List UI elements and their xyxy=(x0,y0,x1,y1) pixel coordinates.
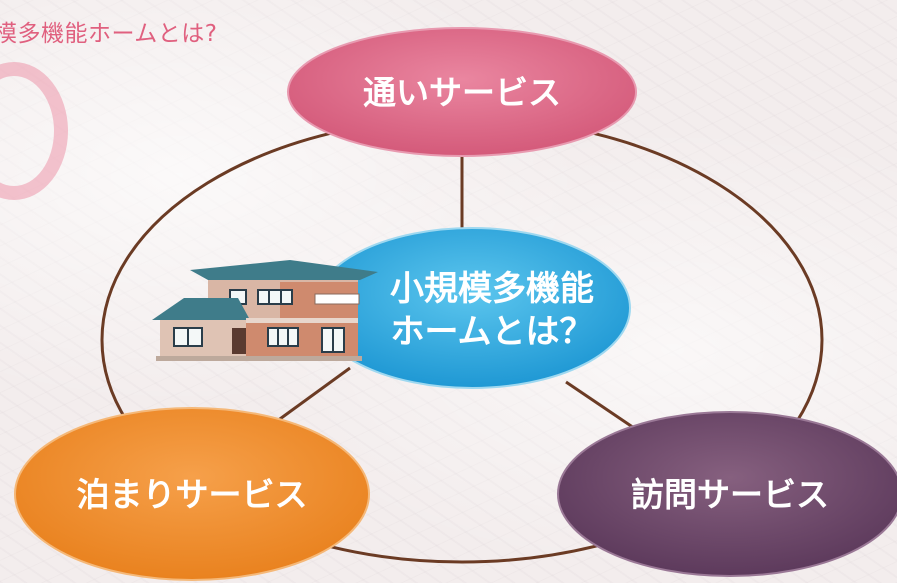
node-top xyxy=(287,27,637,157)
node-right xyxy=(557,411,897,577)
node-left-label: 泊まりサービス xyxy=(76,475,308,514)
center-label: 小規模多機能 ホームとは？ xyxy=(362,268,622,353)
node-right-label: 訪問サービス xyxy=(631,475,829,514)
house-icon xyxy=(152,260,378,361)
page-title: 模多機能ホームとは? xyxy=(0,21,218,47)
node-left xyxy=(14,407,370,581)
node-top-label: 通いサービス xyxy=(363,73,561,112)
center-label-line1: 小規模多機能 xyxy=(390,269,594,309)
connector-right xyxy=(565,380,641,434)
center-label-line2: ホームとは？ xyxy=(390,311,594,352)
